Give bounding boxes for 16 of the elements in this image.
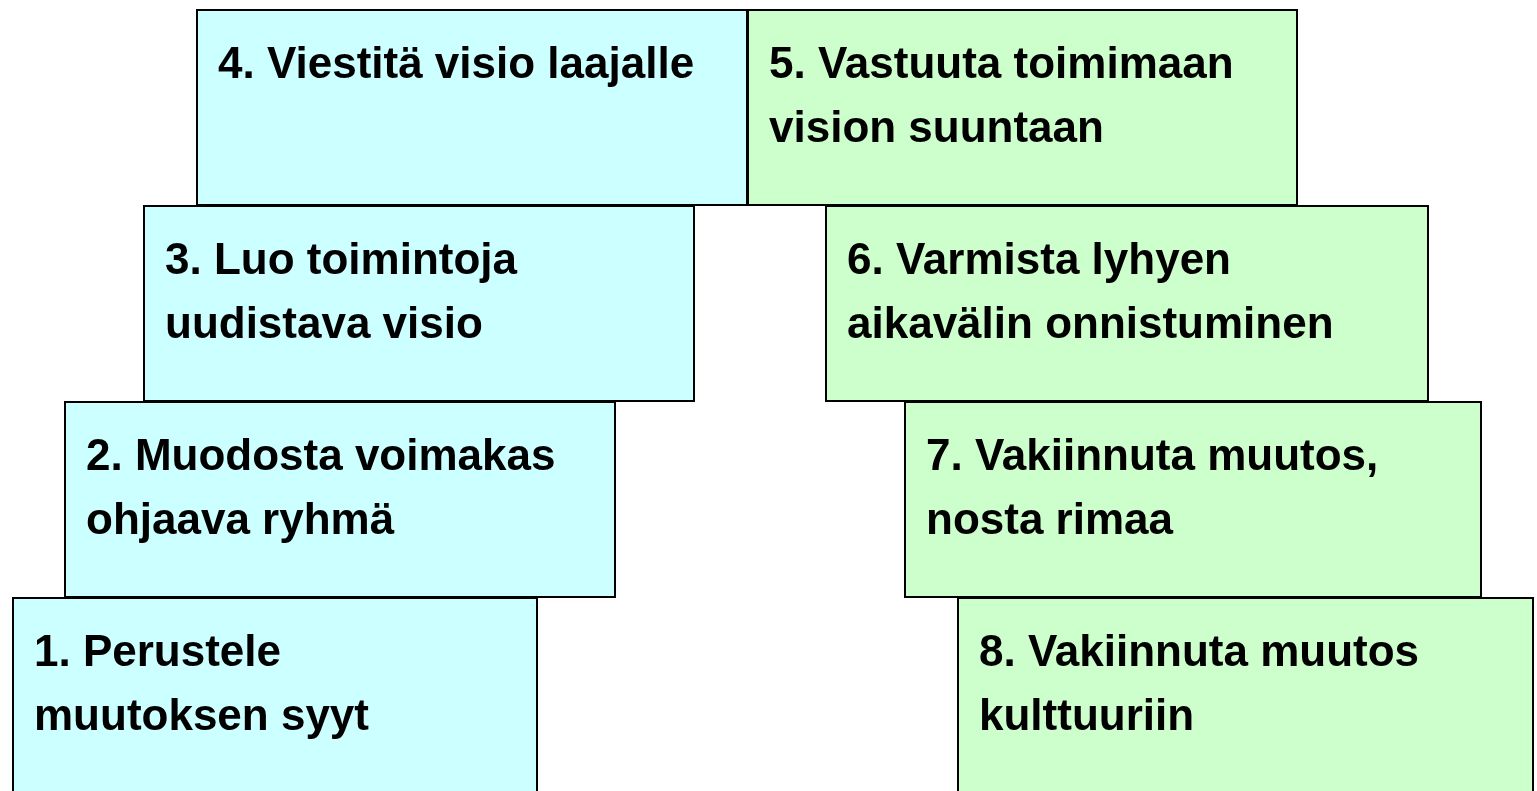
step-box bbox=[64, 401, 616, 598]
step-box bbox=[904, 401, 1482, 598]
step-label: 7. Vakiinnuta muutos, nosta rimaa bbox=[926, 429, 1380, 545]
step-box bbox=[12, 597, 538, 791]
step-box bbox=[196, 9, 748, 206]
step-box bbox=[747, 9, 1298, 206]
step-label: 3. Luo toimintoja uudistava visio bbox=[165, 233, 519, 349]
step-label: 5. Vastuuta toimimaan vision suuntaan bbox=[769, 37, 1235, 153]
step-label: 6. Varmista lyhyen aikavälin onnistuminen bbox=[847, 233, 1335, 349]
step-label: 2. Muodosta voimakas ohjaava ryhmä bbox=[86, 429, 557, 545]
step-box bbox=[957, 597, 1534, 791]
step-box bbox=[825, 205, 1429, 402]
step-label: 8. Vakiinnuta muutos kulttuuriin bbox=[979, 625, 1421, 741]
step-label: 4. Viestitä visio laajalle bbox=[218, 37, 696, 89]
step-label: 1. Perustele muutoksen syyt bbox=[34, 625, 370, 741]
step-box bbox=[143, 205, 695, 402]
